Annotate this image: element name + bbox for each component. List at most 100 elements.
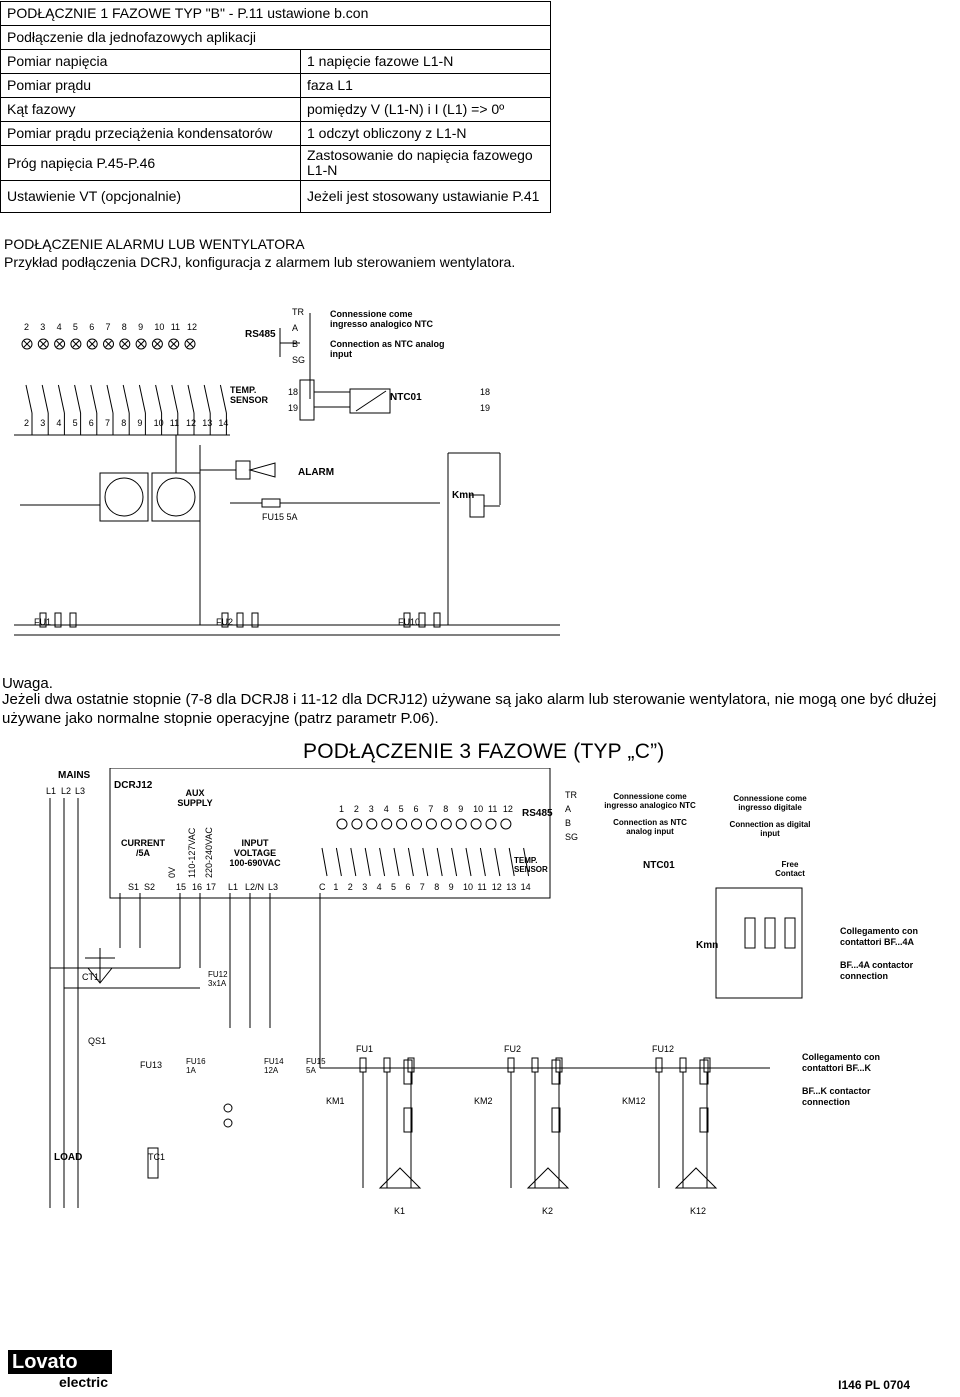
terminal-label: L1 — [228, 882, 238, 892]
spec-value: 1 odczyt obliczony z L1-N — [300, 121, 551, 146]
terminal-label: 13 — [202, 418, 212, 428]
terminal-label: 3 — [369, 804, 374, 814]
spec-title: PODŁĄCZNIE 1 FAZOWE TYP "B" - P.11 ustaw… — [0, 1, 551, 26]
terminal-label: S2 — [144, 882, 155, 892]
relay-contact — [422, 847, 429, 877]
terminal-label: 3 — [362, 882, 367, 892]
resistor-symbol — [551, 1059, 561, 1085]
capacitor-bank — [526, 1167, 570, 1189]
relay-contact — [335, 847, 342, 877]
terminal-cross — [170, 340, 178, 348]
terminal-label: 14 — [521, 882, 531, 892]
relay-contact — [90, 384, 98, 414]
k-label: K12 — [690, 1206, 706, 1216]
lovato-logo: Lovato electric — [8, 1350, 112, 1390]
fuse-label: FU2 — [216, 617, 233, 627]
terminal-label: 9 — [137, 418, 142, 428]
terminal-cross — [137, 340, 145, 348]
rs485-label: RS485 — [522, 808, 553, 819]
pin-18: 18 — [480, 387, 490, 397]
fuse-symbol — [39, 612, 47, 628]
terminal-label: 11 — [170, 418, 179, 428]
terminal-label: 5 — [73, 322, 78, 332]
relay-contact — [436, 847, 443, 877]
terminal-label: 2 — [24, 418, 29, 428]
fu13-label: FU13 — [140, 1060, 162, 1070]
terminal-label: 11 — [477, 882, 486, 892]
relay-contact — [74, 384, 82, 414]
terminal-label: 2 — [348, 882, 353, 892]
terminal-label: 8 — [434, 882, 439, 892]
terminal-label: 6 — [414, 804, 419, 814]
spec-value: Jeżeli jest stosowany ustawianie P.41 — [300, 180, 551, 213]
ntc-label: NTC01 — [390, 392, 422, 403]
connessione-label: Connessione come ingresso analogico NTC — [330, 309, 434, 329]
terminal-label: 9 — [449, 882, 454, 892]
relay-contact — [122, 384, 130, 414]
rs485-pin: A — [565, 804, 571, 814]
fuse-symbol — [236, 612, 244, 628]
terminal-label: 10 — [154, 418, 164, 428]
terminal-circle — [425, 818, 437, 830]
terminal-label: 7 — [428, 804, 433, 814]
document-code: I146 PL 0704 — [838, 1378, 910, 1392]
terminal-circle — [455, 818, 467, 830]
terminal-label: 4 — [377, 882, 382, 892]
coll-4a-it: Collegamento con contattori BF...4A — [840, 926, 919, 947]
qs-label: QS1 — [88, 1036, 106, 1046]
dcrj-label: DCRJ12 — [114, 780, 153, 791]
coll-4a-en: BF...4A contactor connection — [840, 960, 914, 981]
capacitor-bank — [378, 1167, 422, 1189]
terminal-circle — [119, 338, 131, 350]
terminal-cross — [56, 340, 63, 348]
spec-label: Ustawienie VT (opcjonalnie) — [0, 180, 301, 213]
terminal-circle — [500, 818, 512, 830]
phase-label: L3 — [75, 786, 85, 796]
km-label: KM1 — [326, 1096, 345, 1106]
relay-contact — [138, 384, 146, 414]
terminal-label: 16 — [192, 882, 202, 892]
fuse-symbol — [221, 612, 229, 628]
fuse-symbol — [383, 1057, 391, 1073]
km-label: KM12 — [622, 1096, 646, 1106]
fuse-label: FU1 — [356, 1044, 373, 1054]
terminal-circle — [396, 818, 408, 830]
terminal-cross — [88, 340, 96, 348]
relay-contact — [350, 847, 357, 877]
fuse-label: FU1 — [34, 617, 51, 627]
terminal-circle — [103, 338, 114, 350]
conn-dig-en: Connection as digital input — [729, 820, 811, 838]
rs485-label: RS485 — [245, 329, 276, 340]
terminal-circle — [366, 818, 378, 830]
terminal-label: 3 — [40, 418, 45, 428]
relay-contact — [203, 384, 211, 414]
rs485-pin: A — [292, 323, 298, 333]
relay-contact — [479, 847, 486, 877]
terminal-circle — [70, 338, 82, 350]
resistor-symbol — [403, 1107, 413, 1133]
fuse-symbol — [403, 612, 411, 628]
terminal-circle — [37, 338, 49, 350]
terminal-label: L3 — [268, 882, 278, 892]
terminal-label: C — [319, 882, 326, 892]
terminal-cross — [186, 340, 194, 348]
terminal-label: 11 — [171, 322, 180, 332]
alarm-label: ALARM — [298, 467, 334, 478]
connection-label: Connection as NTC analog input — [330, 339, 445, 359]
relay-contact — [57, 384, 65, 414]
terminal-label: 11 — [488, 804, 497, 814]
terminal-label: 7 — [420, 882, 425, 892]
relay-contact — [508, 847, 515, 877]
relay-contact — [523, 847, 530, 877]
terminal-label: 5 — [391, 882, 396, 892]
terminal-label: 2 — [354, 804, 359, 814]
terminal-cross — [23, 340, 31, 348]
relay-contact — [41, 384, 49, 414]
rs485-pin: SG — [292, 355, 305, 365]
spec-value: Zastosowanie do napięcia fazowego L1-N — [300, 145, 551, 181]
relay-contact — [155, 384, 163, 414]
fu15-label: FU15 5A — [306, 1057, 326, 1075]
spec-label: Pomiar napięcia — [0, 49, 301, 74]
conn-ntc-it: Connessione come ingresso analogico NTC — [604, 792, 696, 810]
